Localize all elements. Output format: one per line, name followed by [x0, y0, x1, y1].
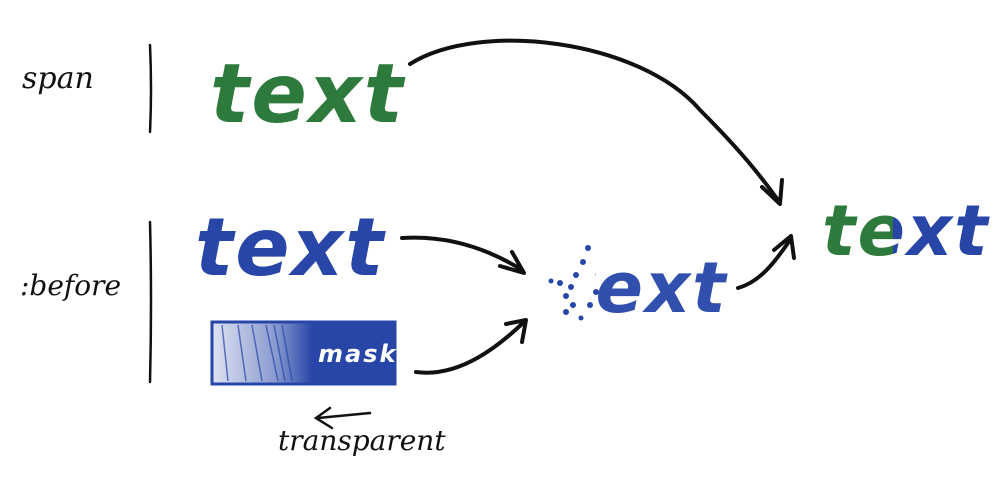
arrow-before-to-masked-head: [498, 250, 526, 275]
before-text: text: [195, 201, 386, 294]
result-text-blue: text: [822, 190, 990, 272]
result-text-green: text: [822, 190, 990, 272]
transparent-arrow: [313, 406, 372, 430]
arrow-masked-to-result-head: [772, 234, 796, 260]
transparent-label: transparent: [278, 424, 446, 457]
before-divider: [148, 220, 153, 384]
arrow-span-to-result-head: [760, 178, 784, 206]
arrow-before-to-masked: [400, 235, 524, 272]
arrow-masked-to-result: [736, 238, 792, 290]
mask-box: mask: [210, 320, 397, 386]
arrow-mask-to-masked: [414, 320, 526, 375]
span-text: text: [210, 47, 406, 142]
dissolve-dots: [548, 245, 599, 321]
arrow-mask-to-masked-head: [504, 318, 528, 344]
mask-label: mask: [318, 340, 397, 368]
before-label: :before: [20, 269, 121, 302]
span-label: span: [22, 61, 94, 96]
span-divider: [148, 43, 153, 134]
result-text-group: text text: [822, 190, 990, 272]
masked-text-group: text: [545, 230, 726, 329]
arrow-span-to-result: [408, 38, 780, 202]
